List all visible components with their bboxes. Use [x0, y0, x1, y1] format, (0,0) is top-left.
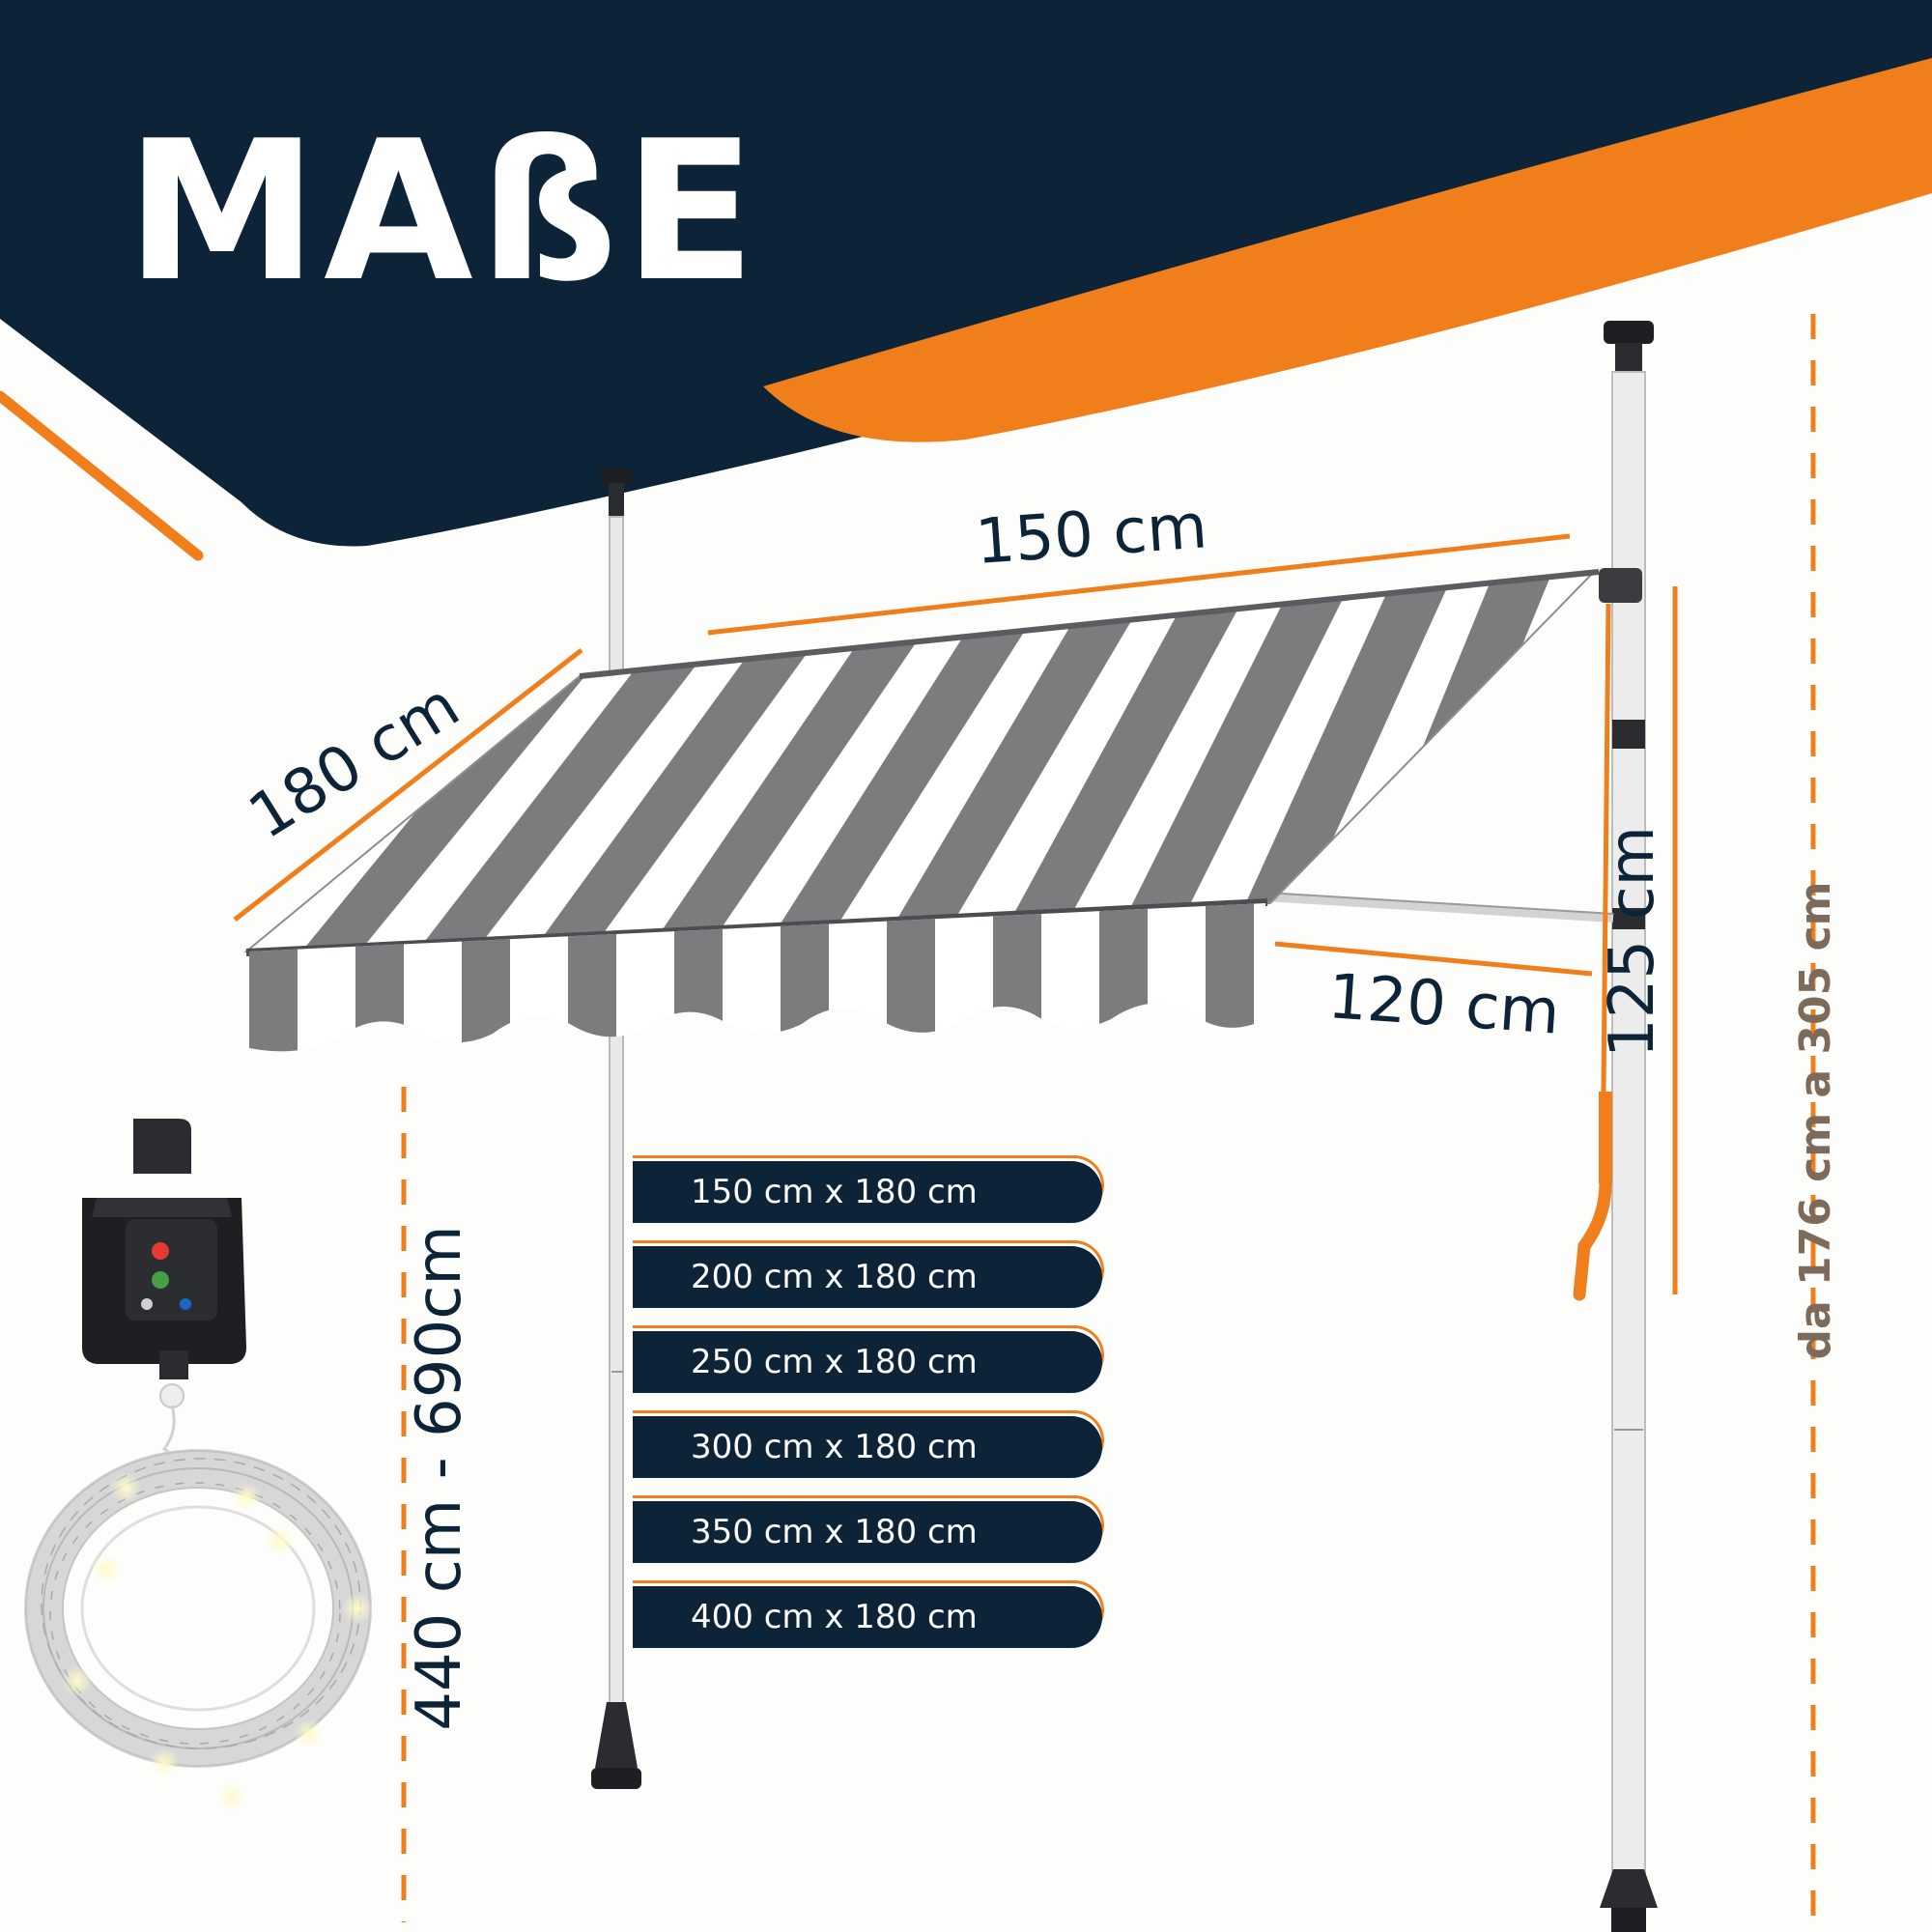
size-option: 200 cm x 180 cm	[633, 1240, 1106, 1325]
page-title: MAßE	[126, 99, 762, 325]
total-height-label: 440 cm - 690cm	[404, 1225, 475, 1731]
power-icon	[152, 1242, 169, 1260]
solar-icon	[180, 1298, 191, 1310]
size-options-list: 150 cm x 180 cm 200 cm x 180 cm 250 cm x…	[633, 1155, 1106, 1665]
solar-controller	[82, 1119, 246, 1470]
support-arm	[1264, 892, 1614, 923]
arm-label: 120 cm	[1325, 961, 1563, 1049]
awning-height-label: 125 cm	[1597, 825, 1668, 1059]
size-option: 400 cm x 180 cm	[633, 1580, 1106, 1665]
mode-icon	[152, 1271, 169, 1289]
arm-dimension-line	[1274, 941, 1593, 977]
size-option-label: 150 cm x 180 cm	[633, 1161, 1102, 1223]
width-label: 150 cm	[973, 491, 1210, 579]
crank-handle	[1573, 603, 1612, 1301]
size-option: 350 cm x 180 cm	[633, 1495, 1106, 1580]
depth-dimension-line	[233, 648, 583, 922]
orange-accent	[763, 58, 1932, 442]
pole-range-label: da 176 cm a 305 cm	[1791, 881, 1840, 1360]
header-banner	[0, 0, 1932, 547]
size-option: 150 cm x 180 cm	[633, 1155, 1106, 1240]
rear-roller	[579, 569, 1600, 679]
led-wire-coil	[24, 1449, 372, 1768]
width-dimension-line	[707, 533, 1571, 636]
light-icon	[141, 1298, 153, 1310]
accent-line	[0, 390, 204, 561]
size-option-label: 350 cm x 180 cm	[633, 1501, 1102, 1563]
size-option-label: 200 cm x 180 cm	[633, 1246, 1102, 1308]
size-option-label: 250 cm x 180 cm	[633, 1331, 1102, 1393]
size-option-label: 300 cm x 180 cm	[633, 1416, 1102, 1478]
led-lights	[62, 1472, 373, 1812]
size-option-label: 400 cm x 180 cm	[633, 1586, 1102, 1648]
size-option: 300 cm x 180 cm	[633, 1410, 1106, 1495]
size-option: 250 cm x 180 cm	[633, 1325, 1106, 1410]
